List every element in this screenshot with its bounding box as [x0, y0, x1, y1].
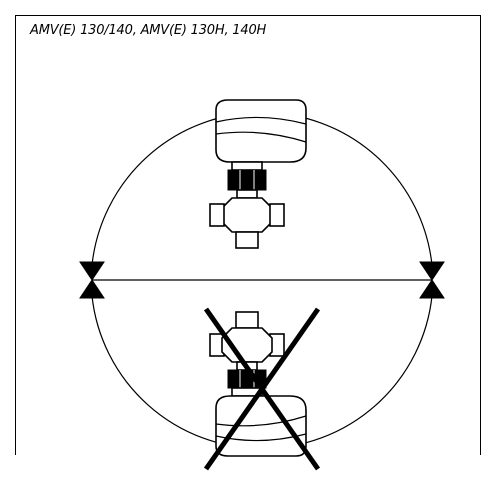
- right-valve-symbol-icon: [419, 261, 445, 299]
- left-valve-symbol-icon: [79, 261, 105, 299]
- not-allowed-cross-icon: [203, 307, 321, 471]
- figure-frame: [15, 15, 481, 455]
- figure-caption: AMV(E) 130/140, AMV(E) 130H, 140H: [30, 23, 267, 38]
- actuator-upright-icon: [209, 99, 307, 249]
